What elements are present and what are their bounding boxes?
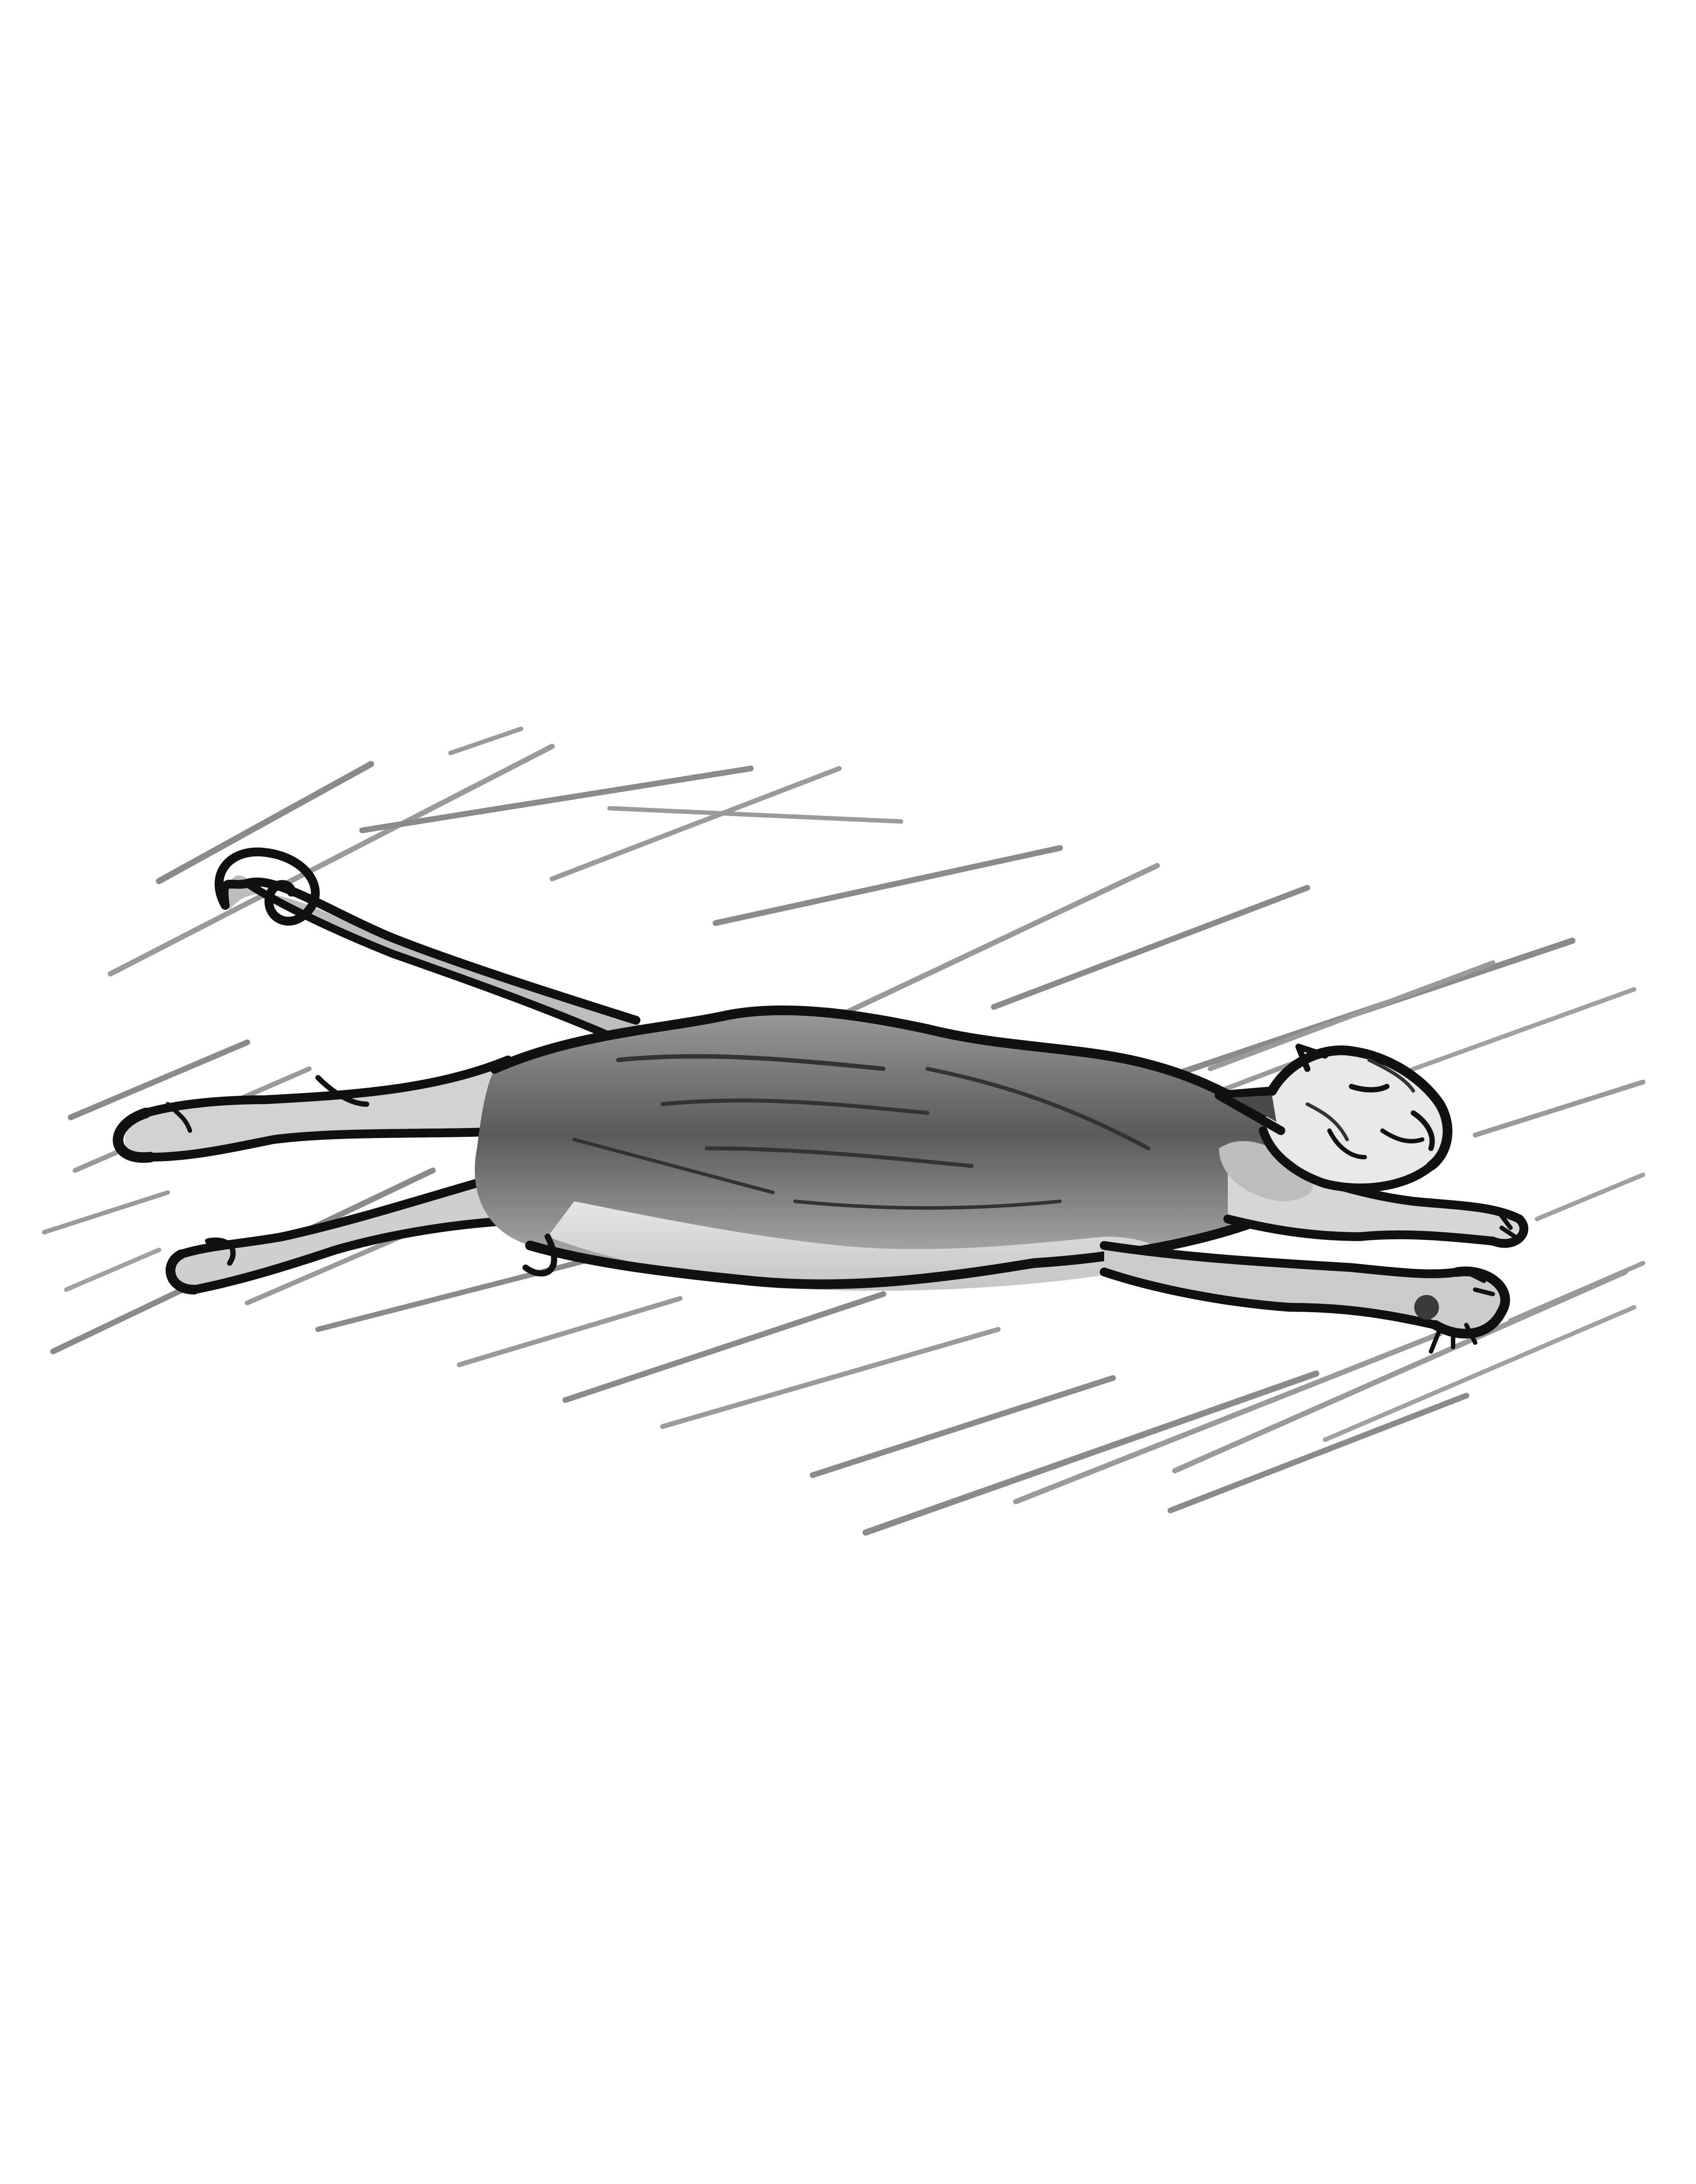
paw-pad-icon bbox=[1414, 1295, 1439, 1320]
motion-line bbox=[64, 1248, 161, 1292]
hind-leg-lower bbox=[166, 1166, 570, 1295]
motion-line bbox=[108, 744, 555, 977]
motion-line bbox=[156, 761, 374, 884]
motion-line bbox=[991, 885, 1310, 1010]
cat-tail bbox=[214, 847, 658, 1060]
motion-line bbox=[1535, 1173, 1645, 1221]
motion-line bbox=[660, 1327, 1001, 1429]
motion-line bbox=[68, 1039, 250, 1120]
motion-line bbox=[1013, 1331, 1442, 1504]
motion-line bbox=[359, 765, 754, 833]
motion-line bbox=[457, 1296, 683, 1367]
front-leg-upper bbox=[1223, 1144, 1529, 1248]
front-leg-lower bbox=[1100, 1241, 1510, 1354]
hind-leg-upper bbox=[113, 1056, 526, 1163]
motion-line bbox=[1508, 1261, 1645, 1323]
motion-line bbox=[1473, 1079, 1646, 1138]
ear-outline bbox=[1215, 1086, 1285, 1135]
motion-line bbox=[863, 1370, 1319, 1536]
motion-line bbox=[1323, 1305, 1636, 1442]
motion-line bbox=[1208, 960, 1495, 1071]
motion-line bbox=[837, 863, 1160, 1018]
motion-line bbox=[562, 1291, 886, 1403]
motion-line bbox=[607, 806, 903, 824]
motion-line bbox=[549, 766, 842, 882]
closed-eye bbox=[1349, 1084, 1389, 1093]
motion-line bbox=[712, 845, 1063, 926]
cat-body bbox=[475, 1005, 1297, 1291]
cat-head bbox=[1215, 1044, 1453, 1201]
motion-line bbox=[810, 1375, 1116, 1478]
motion-line bbox=[448, 727, 523, 755]
motion-line bbox=[1167, 1393, 1469, 1514]
motion-line bbox=[42, 1190, 170, 1234]
